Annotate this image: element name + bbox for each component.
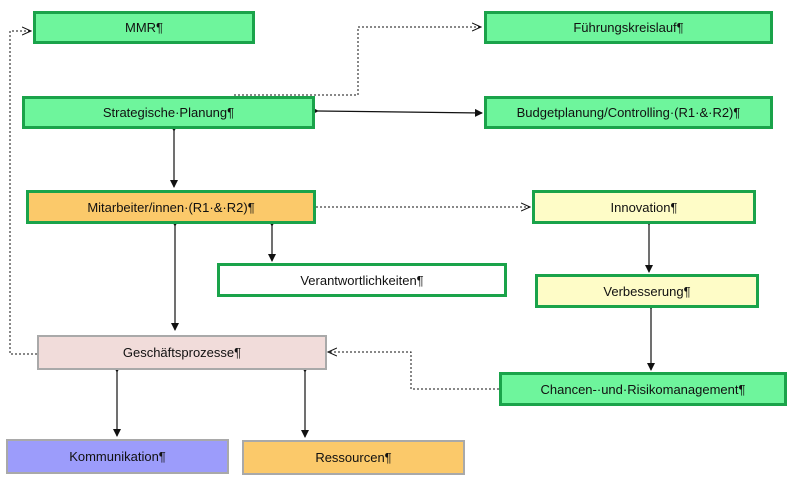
node-geschaeftsprozesse: Geschäftsprozesse¶ [37,335,327,370]
node-mitarbeiter: Mitarbeiter/innen·(R1·&·R2)¶ [26,190,316,224]
node-chancen-risiko: Chancen-·und·Risikomanagement¶ [499,372,787,406]
node-verantwortlichkeiten-label: Verantwortlichkeiten¶ [300,272,424,288]
node-verbesserung: Verbesserung¶ [535,274,759,308]
node-verantwortlichkeiten: Verantwortlichkeiten¶ [217,263,507,297]
dashed-connector-planung-fuehrungskreislauf [234,27,481,96]
node-verbesserung-label: Verbesserung¶ [603,283,691,299]
connector-planung-budget [310,106,483,117]
node-ressourcen: Ressourcen¶ [242,440,465,475]
node-mmr-label: MMR¶ [124,20,164,35]
node-kommunikation-label: Kommunikation¶ [69,449,166,464]
node-ressourcen-label: Ressourcen¶ [315,450,392,465]
dashed-connector-chancen-geschaeftsprozesse [328,352,499,390]
node-strategische-planung-label: Strategische·Planung¶ [102,105,235,120]
node-mmr: MMR¶ [33,11,255,44]
node-kommunikation: Kommunikation¶ [6,439,229,474]
node-innovation: Innovation¶ [532,190,756,224]
node-mitarbeiter-label: Mitarbeiter/innen·(R1·&·R2)¶ [87,199,255,215]
node-strategische-planung: Strategische·Planung¶ [22,96,315,129]
node-chancen-risiko-label: Chancen-·und·Risikomanagement¶ [540,381,746,397]
node-budgetplanung-label: Budgetplanung/Controlling·(R1·&·R2)¶ [516,105,741,120]
node-fuehrungskreislauf: Führungskreislauf¶ [484,11,773,44]
node-innovation-label: Innovation¶ [610,199,678,215]
node-budgetplanung: Budgetplanung/Controlling·(R1·&·R2)¶ [484,96,773,129]
node-geschaeftsprozesse-label: Geschäftsprozesse¶ [122,345,242,360]
node-fuehrungskreislauf-label: Führungskreislauf¶ [573,20,684,35]
dashed-connector-geschaeftsprozesse-mmr [9,31,37,355]
